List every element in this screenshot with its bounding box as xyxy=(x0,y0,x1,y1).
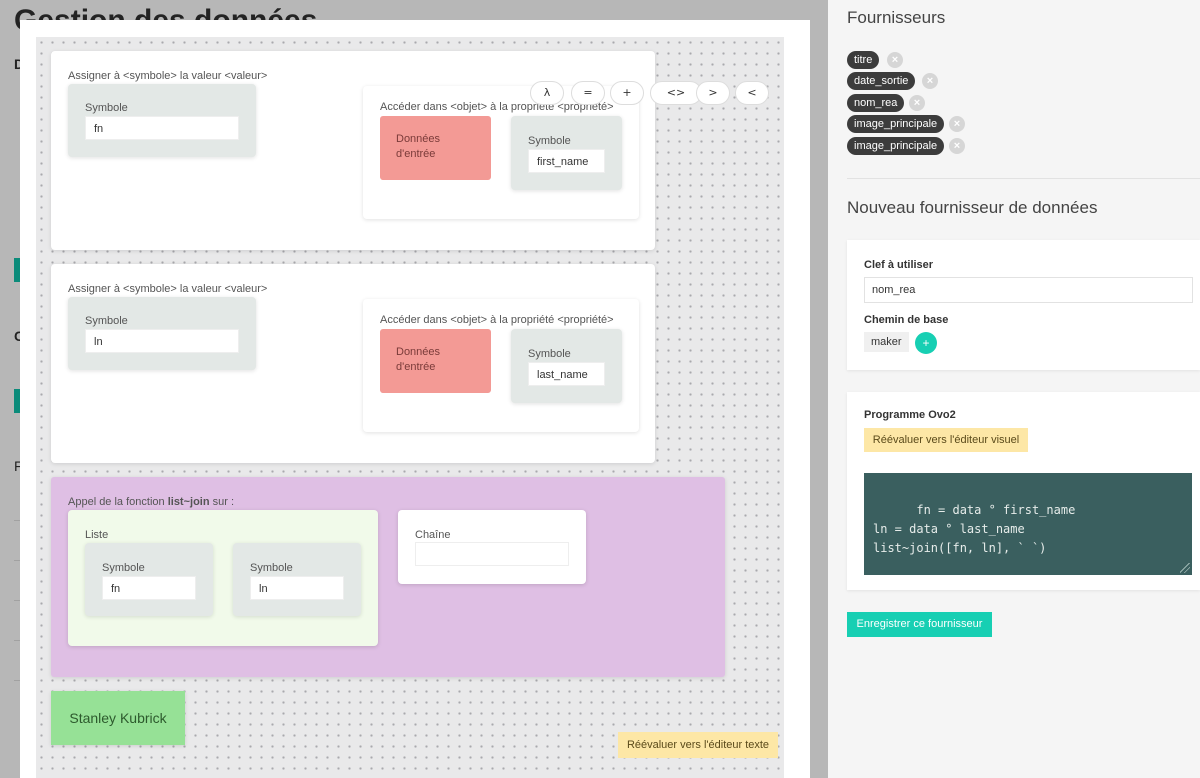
background-fragment-f: F xyxy=(14,458,23,474)
property-symbol-block[interactable]: Symbole first_name xyxy=(511,116,622,190)
background-divider xyxy=(14,520,22,521)
code-text: fn = data ° first_name ln = data ° last_… xyxy=(873,503,1076,555)
function-name: list~join xyxy=(167,496,210,508)
symbol-label: Symbole xyxy=(85,315,128,327)
function-call-prefix: Appel de la fonction xyxy=(68,496,165,508)
add-path-button[interactable]: + xyxy=(915,332,937,354)
background-fragment-c: C xyxy=(14,328,24,344)
list-item-symbol[interactable]: Symbole ln xyxy=(233,543,361,616)
property-input[interactable]: last_name xyxy=(528,362,605,386)
greater-button[interactable]: > xyxy=(696,81,730,105)
less-button[interactable]: < xyxy=(735,81,769,105)
symbol-label: Symbole xyxy=(102,562,145,574)
symbol-input[interactable]: fn xyxy=(85,116,239,140)
input-data-block[interactable]: Données d'entrée xyxy=(380,329,491,393)
access-property-block[interactable]: Accéder dans <objet> à la propriété <pro… xyxy=(363,86,639,219)
symbol-label: Symbole xyxy=(85,102,128,114)
access-header: Accéder dans <objet> à la propriété <pro… xyxy=(380,314,614,326)
symbol-input[interactable]: ln xyxy=(85,329,239,353)
lambda-button[interactable]: λ xyxy=(530,81,564,105)
code-editor[interactable]: fn = data ° first_name ln = data ° last_… xyxy=(864,473,1192,575)
function-call-header: Appel de la fonction list~join sur : xyxy=(68,496,234,508)
background-button xyxy=(14,389,22,413)
base-path-chip[interactable]: maker xyxy=(864,332,909,352)
provider-chip[interactable]: image_principale xyxy=(847,137,945,155)
provider-config-panel: Clef à utiliser nom_rea Chemin de base m… xyxy=(847,240,1200,370)
assign-header: Assigner à <symbole> la valeur <valeur> xyxy=(68,283,268,295)
string-label: Chaîne xyxy=(415,529,451,541)
reevaluate-text-editor-button[interactable]: Réévaluer vers l'éditeur texte xyxy=(618,732,778,758)
background-fragment-d: D xyxy=(14,56,24,72)
remove-chip-icon[interactable]: × xyxy=(949,116,965,132)
remove-chip-icon[interactable]: × xyxy=(887,52,903,68)
add-button[interactable]: + xyxy=(610,81,644,105)
visual-editor-modal: Assigner à <symbole> la valeur <valeur> … xyxy=(20,20,810,778)
background-divider xyxy=(14,680,22,681)
editor-canvas[interactable]: Assigner à <symbole> la valeur <valeur> … xyxy=(36,37,784,778)
assign-button[interactable]: = xyxy=(571,81,605,105)
assign-block-fn[interactable]: Assigner à <symbole> la valeur <valeur> … xyxy=(51,51,655,250)
remove-chip-icon[interactable]: × xyxy=(909,95,925,111)
function-call-suffix: sur : xyxy=(212,496,235,508)
base-path-label: Chemin de base xyxy=(864,314,949,326)
remove-chip-icon[interactable]: × xyxy=(949,138,965,154)
background-button xyxy=(14,258,22,282)
provider-chip[interactable]: titre xyxy=(847,51,880,69)
input-data-block[interactable]: Données d'entrée xyxy=(380,116,491,180)
new-provider-title: Nouveau fournisseur de données xyxy=(847,198,1098,217)
provider-chip[interactable]: image_principale xyxy=(847,115,945,133)
string-input[interactable] xyxy=(415,542,569,566)
divider xyxy=(847,178,1200,179)
list-item-input[interactable]: ln xyxy=(250,576,344,600)
assign-block-ln[interactable]: Assigner à <symbole> la valeur <valeur> … xyxy=(51,264,655,463)
property-input[interactable]: first_name xyxy=(528,149,605,173)
list-item-symbol[interactable]: Symbole fn xyxy=(85,543,213,616)
provider-chip[interactable]: nom_rea xyxy=(847,94,905,112)
list-label: Liste xyxy=(85,529,109,541)
access-property-block[interactable]: Accéder dans <objet> à la propriété <pro… xyxy=(363,299,639,432)
program-panel: Programme Ovo2 Réévaluer vers l'éditeur … xyxy=(847,392,1200,590)
list-item-input[interactable]: fn xyxy=(102,576,196,600)
background-divider xyxy=(14,560,22,561)
providers-panel: Fournisseurs titre × date_sortie × nom_r… xyxy=(828,0,1200,778)
symbol-block[interactable]: Symbole fn xyxy=(68,84,256,157)
function-call-block[interactable]: Appel de la fonction list~join sur : Lis… xyxy=(51,477,725,677)
key-label: Clef à utiliser xyxy=(864,259,934,271)
reevaluate-visual-editor-button[interactable]: Réévaluer vers l'éditeur visuel xyxy=(864,428,1028,452)
remove-chip-icon[interactable]: × xyxy=(922,73,938,89)
provider-chip[interactable]: date_sortie xyxy=(847,72,916,90)
symbol-block[interactable]: Symbole ln xyxy=(68,297,256,370)
assign-header: Assigner à <symbole> la valeur <valeur> xyxy=(68,70,268,82)
key-input[interactable]: nom_rea xyxy=(864,277,1193,303)
program-label: Programme Ovo2 xyxy=(864,409,956,421)
symbol-label: Symbole xyxy=(528,135,571,147)
save-provider-button[interactable]: Enregistrer ce fournisseur xyxy=(847,612,992,637)
symbol-label: Symbole xyxy=(250,562,293,574)
list-block[interactable]: Liste Symbole fn Symbole ln xyxy=(68,510,378,646)
background-divider xyxy=(14,640,22,641)
background-divider xyxy=(14,600,22,601)
string-block[interactable]: Chaîne xyxy=(398,510,586,584)
symbol-label: Symbole xyxy=(528,348,571,360)
resize-grip-icon[interactable] xyxy=(1180,563,1190,573)
property-symbol-block[interactable]: Symbole last_name xyxy=(511,329,622,403)
access-button[interactable]: <> xyxy=(650,81,702,105)
result-output: Stanley Kubrick xyxy=(51,691,185,745)
providers-title: Fournisseurs xyxy=(847,8,946,27)
